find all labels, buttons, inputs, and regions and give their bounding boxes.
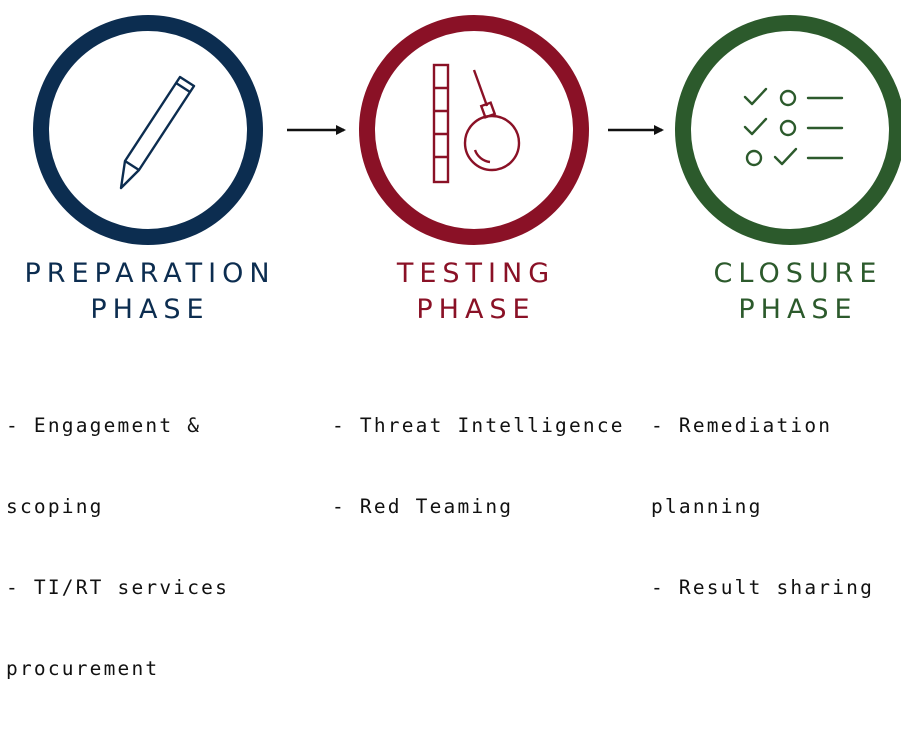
closure-title-line1: CLOSURE bbox=[713, 258, 883, 289]
closure-title-line2: PHASE bbox=[738, 294, 858, 325]
list-item: - Red Teaming bbox=[332, 495, 514, 518]
diagram-graphics bbox=[33, 15, 901, 245]
closure-phase-circle bbox=[675, 15, 901, 245]
preparation-title-line1: PREPARATION bbox=[24, 258, 276, 289]
list-item: - Threat Intelligence bbox=[332, 414, 625, 437]
list-item: - Engagement & bbox=[6, 414, 202, 437]
preparation-phase-circle bbox=[33, 15, 263, 245]
preparation-phase-title: PREPARATION PHASE bbox=[0, 256, 300, 328]
testing-title-line1: TESTING bbox=[396, 258, 556, 289]
preparation-title-line2: PHASE bbox=[90, 294, 210, 325]
list-item: - Result sharing bbox=[651, 576, 875, 599]
wrecking-ball-icon bbox=[432, 63, 521, 184]
checklist-icon bbox=[743, 87, 844, 167]
preparation-phase-items: - Engagement & scoping - TI/RT services … bbox=[6, 358, 229, 736]
testing-phase-circle bbox=[359, 15, 589, 245]
list-item: planning bbox=[651, 495, 763, 518]
list-item: - TI/RT services bbox=[6, 576, 230, 599]
list-item: - Remediation bbox=[651, 414, 833, 437]
pencil-icon bbox=[119, 75, 196, 190]
testing-title-line2: PHASE bbox=[416, 294, 536, 325]
list-item: scoping bbox=[6, 495, 104, 518]
testing-phase-items: - Threat Intelligence - Red Teaming bbox=[332, 358, 625, 574]
closure-phase-items: - Remediation planning - Result sharing bbox=[651, 358, 874, 655]
closure-phase-title: CLOSURE PHASE bbox=[648, 256, 901, 328]
list-item: procurement bbox=[6, 657, 160, 680]
testing-phase-title: TESTING PHASE bbox=[326, 256, 626, 328]
phase-diagram: PREPARATION PHASE TESTING PHASE CLOSURE … bbox=[0, 15, 901, 680]
